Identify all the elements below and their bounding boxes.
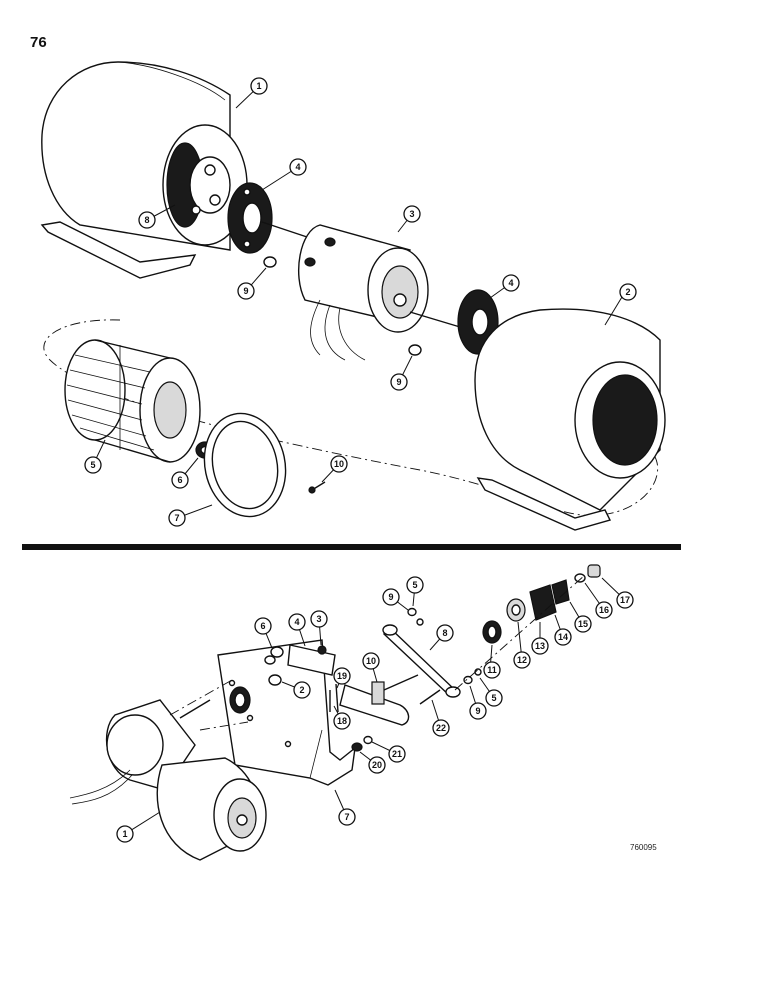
callout-4: 4 (502, 274, 520, 292)
callout-4: 4 (289, 158, 307, 176)
callout-14: 14 (554, 628, 572, 646)
callout-3: 3 (403, 205, 421, 223)
mounting-bracket (217, 639, 356, 786)
svg-text:21: 21 (392, 749, 402, 759)
lower-callouts: 1 2 3 4 5 5 6 7 8 9 9 10 11 12 (116, 576, 634, 843)
svg-text:1: 1 (122, 829, 127, 839)
svg-text:9: 9 (475, 706, 480, 716)
washer (408, 344, 422, 356)
screw (308, 481, 326, 494)
svg-text:3: 3 (409, 209, 414, 219)
crank-arm (339, 674, 419, 726)
alignment-line (454, 574, 586, 691)
small-hardware (264, 607, 482, 752)
callout-1: 1 (116, 825, 134, 843)
alignment-line (169, 679, 233, 716)
svg-text:12: 12 (517, 655, 527, 665)
svg-text:18: 18 (337, 716, 347, 726)
svg-text:22: 22 (436, 723, 446, 733)
callout-9: 9 (237, 282, 255, 300)
callout-8: 8 (138, 211, 156, 229)
callout-19: 19 (333, 667, 351, 685)
svg-text:20: 20 (372, 760, 382, 770)
upper-assembly: 1 2 3 4 4 5 6 7 8 9 9 10 (40, 61, 666, 531)
callout-16: 16 (595, 601, 613, 619)
callout-12: 12 (513, 651, 531, 669)
lower-assembly: 1 2 3 4 5 5 6 7 8 9 9 10 11 12 (69, 564, 634, 861)
mounting-ring (203, 412, 287, 518)
svg-text:5: 5 (412, 580, 417, 590)
svg-text:3: 3 (316, 614, 321, 624)
svg-text:7: 7 (344, 812, 349, 822)
svg-text:15: 15 (578, 619, 588, 629)
section-divider (22, 544, 681, 550)
callout-17: 17 (616, 591, 634, 609)
svg-text:4: 4 (508, 278, 513, 288)
svg-text:16: 16 (599, 605, 609, 615)
callout-7: 7 (168, 509, 186, 527)
svg-text:6: 6 (177, 475, 182, 485)
svg-text:1: 1 (256, 81, 261, 91)
svg-text:4: 4 (294, 617, 299, 627)
svg-text:7: 7 (174, 513, 179, 523)
svg-text:5: 5 (90, 460, 95, 470)
callout-15: 15 (574, 615, 592, 633)
svg-text:11: 11 (487, 665, 497, 675)
callout-18: 18 (333, 712, 351, 730)
gasket-left (227, 182, 273, 254)
svg-text:8: 8 (442, 628, 447, 638)
svg-text:5: 5 (491, 693, 496, 703)
assembly-path-line (43, 319, 659, 517)
svg-text:2: 2 (299, 685, 304, 695)
callout-9: 9 (390, 373, 408, 391)
callout-10: 10 (362, 652, 380, 670)
svg-text:9: 9 (243, 286, 248, 296)
svg-text:8: 8 (144, 215, 149, 225)
callout-2: 2 (293, 681, 311, 699)
svg-text:4: 4 (295, 162, 300, 172)
alignment-line (199, 721, 249, 731)
callout-6: 6 (171, 471, 189, 489)
svg-text:17: 17 (620, 595, 630, 605)
callout-5: 5 (406, 576, 424, 594)
svg-text:14: 14 (558, 632, 568, 642)
upper-callouts: 1 2 3 4 4 5 6 7 8 9 9 10 (84, 77, 637, 527)
callout-5: 5 (485, 689, 503, 707)
page-number: 76 (30, 34, 47, 51)
svg-text:10: 10 (366, 656, 376, 666)
svg-text:13: 13 (535, 641, 545, 651)
callout-9: 9 (382, 588, 400, 606)
blower-motor (261, 221, 471, 361)
blower-wheel (64, 339, 201, 463)
svg-text:2: 2 (625, 287, 630, 297)
callout-7: 7 (338, 808, 356, 826)
shaft-hardware (482, 564, 601, 644)
svg-text:9: 9 (388, 592, 393, 602)
svg-text:6: 6 (260, 621, 265, 631)
left-blower-housing (40, 61, 248, 279)
svg-text:19: 19 (337, 671, 347, 681)
figure-id: 760095 (630, 843, 657, 852)
callout-9: 9 (469, 702, 487, 720)
wiper-motor (69, 699, 267, 861)
callout-8: 8 (436, 624, 454, 642)
callout-21: 21 (388, 745, 406, 763)
svg-text:9: 9 (396, 377, 401, 387)
svg-text:10: 10 (334, 459, 344, 469)
washer (263, 256, 277, 268)
callout-2: 2 (619, 283, 637, 301)
callout-10: 10 (330, 455, 348, 473)
callout-11: 11 (483, 661, 501, 679)
callout-20: 20 (368, 756, 386, 774)
callout-22: 22 (432, 719, 450, 737)
drive-link (382, 624, 461, 698)
callout-13: 13 (531, 637, 549, 655)
callout-1: 1 (250, 77, 268, 95)
callout-3: 3 (310, 610, 328, 628)
callout-6: 6 (254, 617, 272, 635)
right-blower-housing (474, 308, 666, 531)
callout-4: 4 (288, 613, 306, 631)
callout-5: 5 (84, 456, 102, 474)
